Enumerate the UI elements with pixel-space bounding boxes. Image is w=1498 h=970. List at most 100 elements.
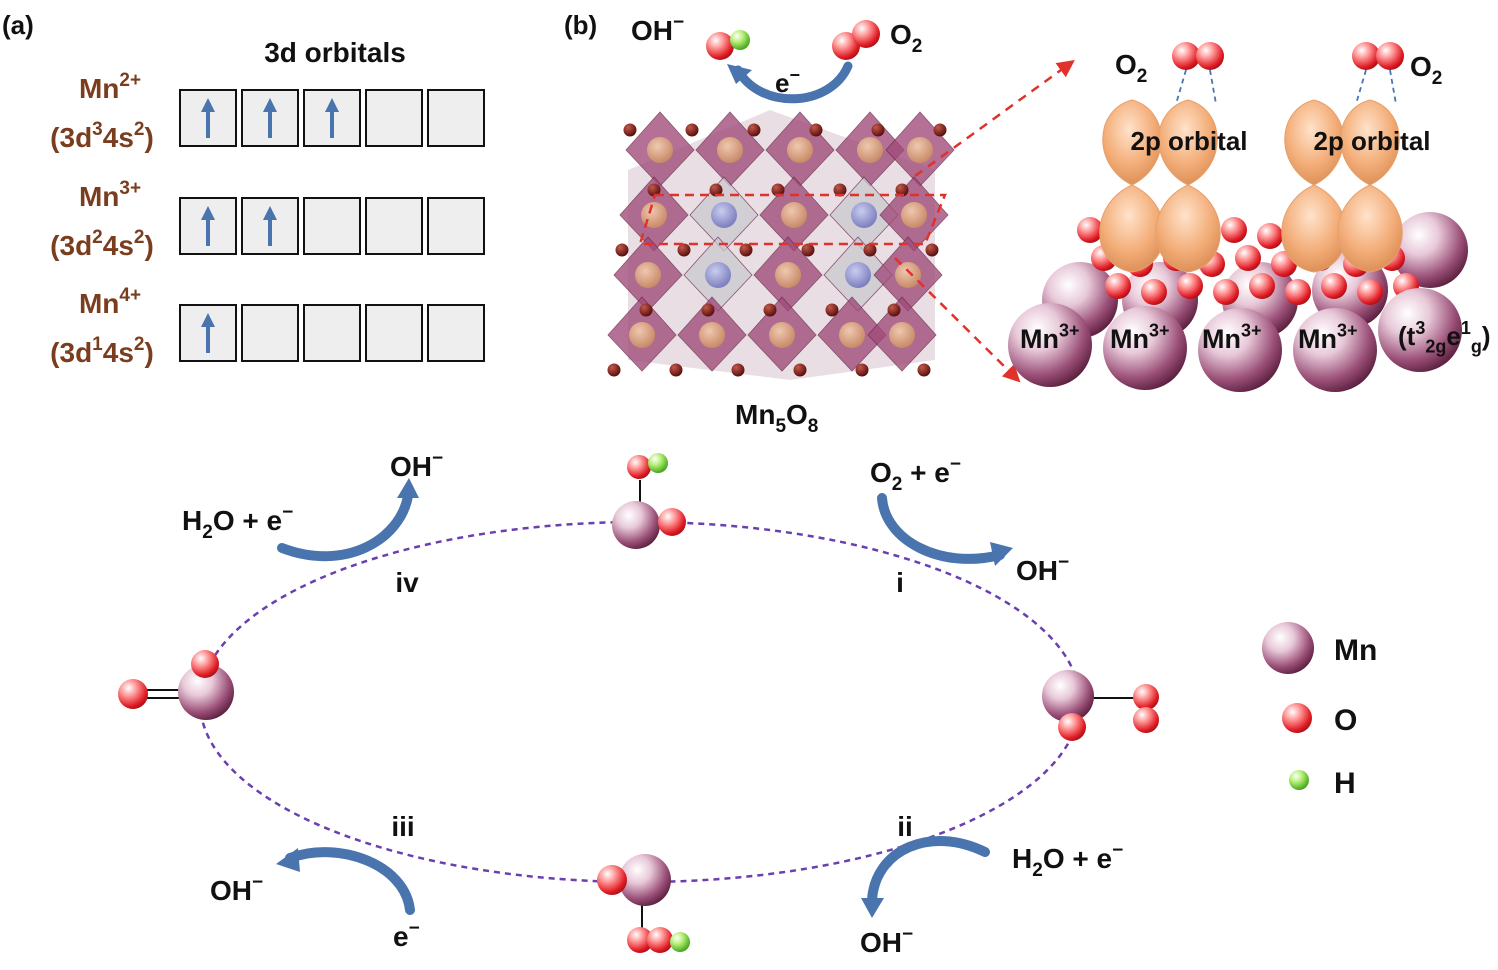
surface-oxygen-atom (1249, 273, 1275, 299)
arrow-head-icon (201, 98, 215, 112)
arrow-head-icon (201, 313, 215, 327)
manganese-atom (619, 854, 671, 906)
mn-center-atom (901, 202, 927, 228)
panel-b-electron-label: e− (775, 65, 800, 98)
oxygen-atom (852, 20, 880, 48)
oxygen-vertex (863, 243, 877, 257)
orbital-lobe (1102, 99, 1162, 186)
arrow-head-icon (727, 64, 752, 84)
panel-b: (b) OH− O2 e− Mn5O8 O2 O2 2p orbital 2p … (564, 10, 1491, 437)
oxygen-atom (191, 650, 219, 678)
surface-oxygen-atom (1321, 273, 1347, 299)
surface-mn-atom (1103, 306, 1187, 390)
surface-oxygen-atom (1077, 217, 1103, 243)
oxygen-vertex (763, 303, 777, 317)
mn-center-atom (711, 202, 737, 228)
mn-center-atom (787, 137, 813, 163)
oxygen-atom (1058, 713, 1086, 741)
orbital-box (365, 304, 423, 362)
zoom-o2-left-label: O2 (1115, 49, 1147, 87)
oxygen-vertex (887, 303, 901, 317)
hydrogen-atom (730, 30, 750, 50)
step-numeral-iii: iii (391, 811, 414, 842)
mn-center-atom (699, 322, 725, 348)
orbital-box (427, 89, 485, 147)
intermediate-right (1042, 670, 1159, 741)
configuration-label: (3d24s2) (50, 227, 154, 261)
oxygen-atom (1196, 42, 1224, 70)
orbital-row: Mn3+ (3d24s2) (50, 178, 485, 261)
orbital-lobe (1337, 184, 1403, 273)
arrow-head-icon (276, 848, 300, 872)
step-iii-reactant: e− (393, 918, 420, 952)
oxygen-vertex (833, 183, 847, 197)
step-i-product: OH− (1016, 552, 1069, 586)
legend-label-h: H (1334, 767, 1356, 800)
oxygen-atom (627, 455, 651, 479)
surface-oxygen-atom (1141, 279, 1167, 305)
surface-mn-atom (1008, 303, 1092, 387)
mn-center-atom (889, 322, 915, 348)
step-numeral-iv: iv (395, 567, 419, 598)
oxygen-vertex (809, 123, 823, 137)
step-iv-arrow (277, 478, 419, 562)
o-atom-icon (1282, 703, 1312, 733)
oxygen-atom (597, 865, 627, 895)
legend-label-mn: Mn (1334, 634, 1377, 667)
mn3-label: Mn3+ (1020, 321, 1080, 354)
orbital-rows: Mn2+(3d34s2)Mn3+(3d24s2)Mn4+(3d14s2) (50, 70, 485, 368)
surface-oxygen-atom (1105, 273, 1131, 299)
mn-center-atom (839, 322, 865, 348)
mn3-label: Mn3+ (1202, 321, 1262, 354)
orbital-box (303, 197, 361, 255)
ion-label: Mn3+ (79, 178, 141, 212)
ion-label: Mn4+ (79, 285, 141, 319)
orbital-lobe (1281, 184, 1347, 273)
surface-mn-atom (1378, 288, 1462, 372)
orbital-row: Mn4+(3d14s2) (50, 285, 485, 368)
electron-transfer-arrow (733, 61, 853, 104)
oxygen-vertex (731, 363, 745, 377)
ion-label: Mn2+ (79, 70, 141, 104)
surface-oxygen-atom (1285, 279, 1311, 305)
zoom-arrow-bottom (894, 257, 1021, 383)
mn-atom-icon (1262, 622, 1314, 674)
orbital-lobe (1284, 99, 1344, 186)
arrow-head-icon (397, 478, 419, 498)
oxygen-vertex (615, 243, 629, 257)
mn-center-atom (851, 202, 877, 228)
oxygen-vertex (793, 363, 807, 377)
interaction-line (1389, 69, 1397, 105)
orbital-box (427, 197, 485, 255)
oxygen-vertex (709, 183, 723, 197)
oxygen-vertex (871, 123, 885, 137)
oxygen-vertex (639, 303, 653, 317)
arrow-head-icon (263, 206, 277, 220)
orbital-lobe (1340, 99, 1400, 186)
panel-a-letter: (a) (2, 10, 34, 40)
zoom-arrow-top (914, 59, 1075, 178)
orbital-lobe (1158, 99, 1218, 186)
highlight-plane (638, 193, 947, 246)
hydrogen-atom (648, 453, 668, 473)
oxygen-atom (1352, 42, 1380, 70)
oxygen-atom (1133, 684, 1159, 710)
legend: Mn O H (1262, 622, 1377, 800)
oxygen-vertex (685, 123, 699, 137)
oxygen-atom (1172, 42, 1200, 70)
oxygen-vertex (701, 303, 715, 317)
mn3-label: Mn3+ (1298, 321, 1358, 354)
legend-label-o: O (1334, 704, 1357, 737)
step-iii-product: OH− (210, 872, 263, 906)
orbital-box (241, 304, 299, 362)
oxygen-atom (118, 679, 148, 709)
intermediate-top (612, 453, 686, 549)
mn-center-atom (705, 262, 731, 288)
step-ii-arrow (861, 835, 990, 918)
orbital-lobe (1099, 184, 1165, 273)
arrow-head-icon (990, 542, 1013, 566)
mn-center-atom (895, 262, 921, 288)
orbital-lobe (1155, 184, 1221, 273)
surface-oxygen-atom (1177, 273, 1203, 299)
